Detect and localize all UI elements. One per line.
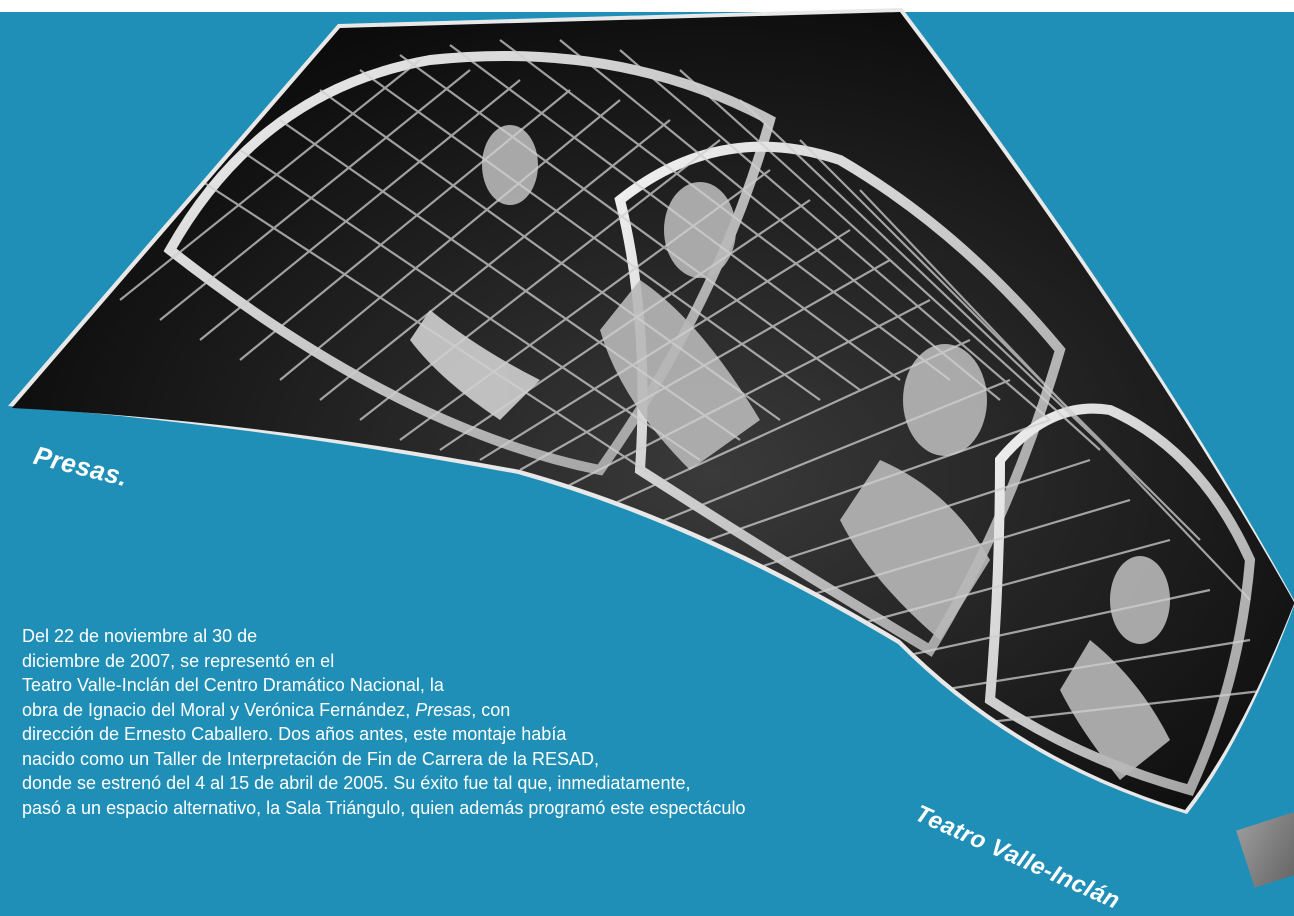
performers [410,125,1170,780]
stage-photo [8,8,1294,814]
cage-right [984,403,1256,796]
article-line: Del 22 de noviembre al 30 de [22,626,258,646]
article-line: donde se estrenó del 4 al 15 de abril de… [22,773,691,793]
article-line: Teatro Valle-Inclán del Centro Dramático… [22,675,444,695]
article-line: nacido como un Taller de Interpretación … [22,748,599,769]
article-line: pasó a un espacio alternativo, la Sala T… [22,797,746,818]
article-line: dirección de Ernesto Caballero. Dos años… [22,724,567,744]
article-text: , con [471,699,511,720]
article-text: obra de Ignacio del Moral y Verónica Fer… [22,699,416,720]
article-line: diciembre de 2007, se representó en el [22,650,335,671]
play-title: Presas [415,699,472,720]
top-white-strip [0,0,1294,12]
article-body: Del 22 de noviembre al 30 de diciembre d… [22,624,822,820]
article-line: obra de Ignacio del Moral y Verónica Fer… [22,698,822,723]
